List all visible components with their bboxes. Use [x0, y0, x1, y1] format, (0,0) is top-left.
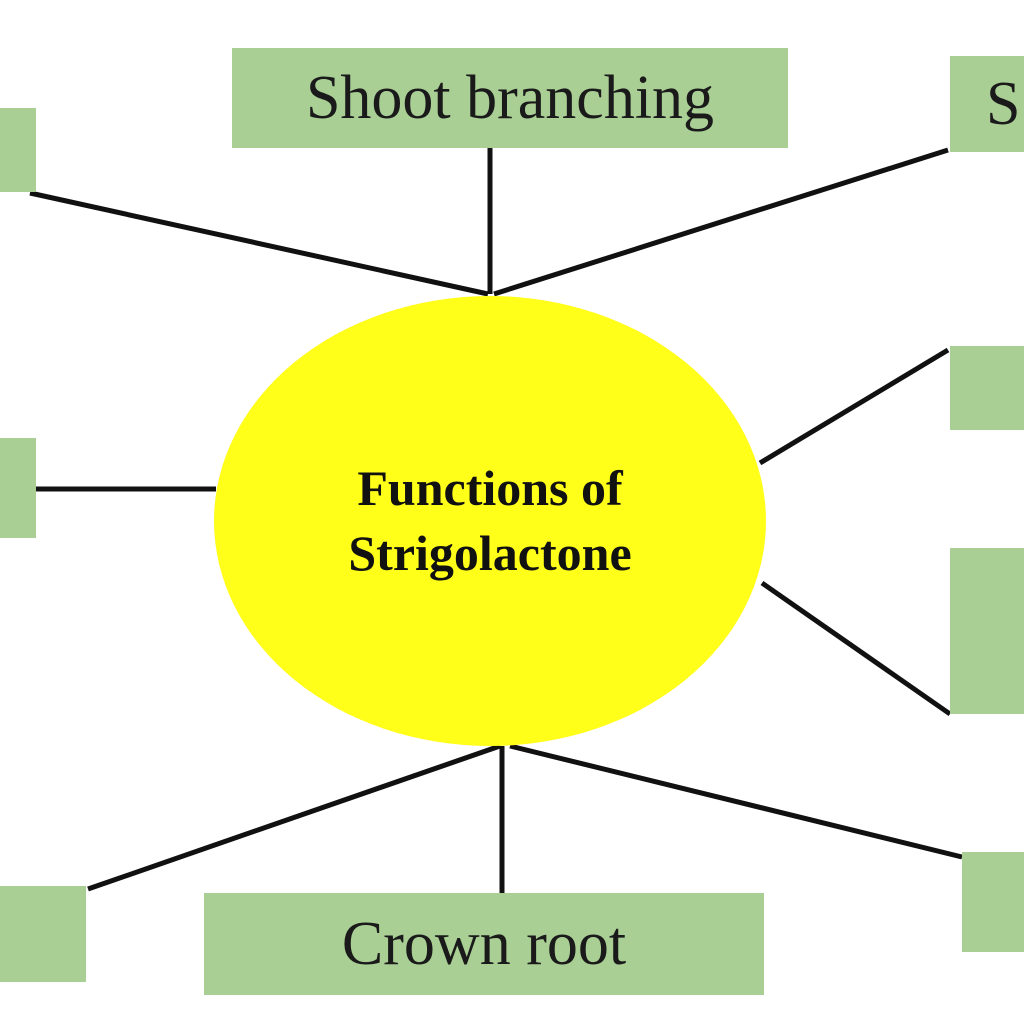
hub-title-line-2: Strigolactone	[348, 525, 632, 581]
hub-title-line-1: Functions of	[357, 460, 623, 516]
connector-bottom-left	[87, 743, 501, 892]
connector-right-lower	[760, 580, 952, 717]
connector-top-left	[29, 190, 489, 297]
connector-top-right	[493, 147, 949, 297]
node-shoot-branching-label: Shoot branching	[305, 64, 715, 132]
node-crown-root-label: Crown root	[341, 910, 627, 978]
node-bottom-left	[0, 886, 86, 982]
node-top-left	[0, 108, 36, 192]
node-right-lower	[950, 548, 1024, 714]
node-shoot-branching: Shoot branching	[232, 48, 788, 148]
node-top-right-label: S	[986, 70, 1021, 138]
node-mid-left	[0, 438, 36, 538]
node-top-right: S	[950, 56, 1024, 152]
connector-right-upper	[758, 347, 950, 466]
node-bottom-right	[962, 852, 1024, 952]
node-right-upper	[950, 346, 1024, 430]
node-crown-root: Crown root	[204, 893, 764, 995]
connector-bottom-right	[509, 743, 963, 860]
central-hub: Functions of Strigolactone	[214, 296, 766, 746]
